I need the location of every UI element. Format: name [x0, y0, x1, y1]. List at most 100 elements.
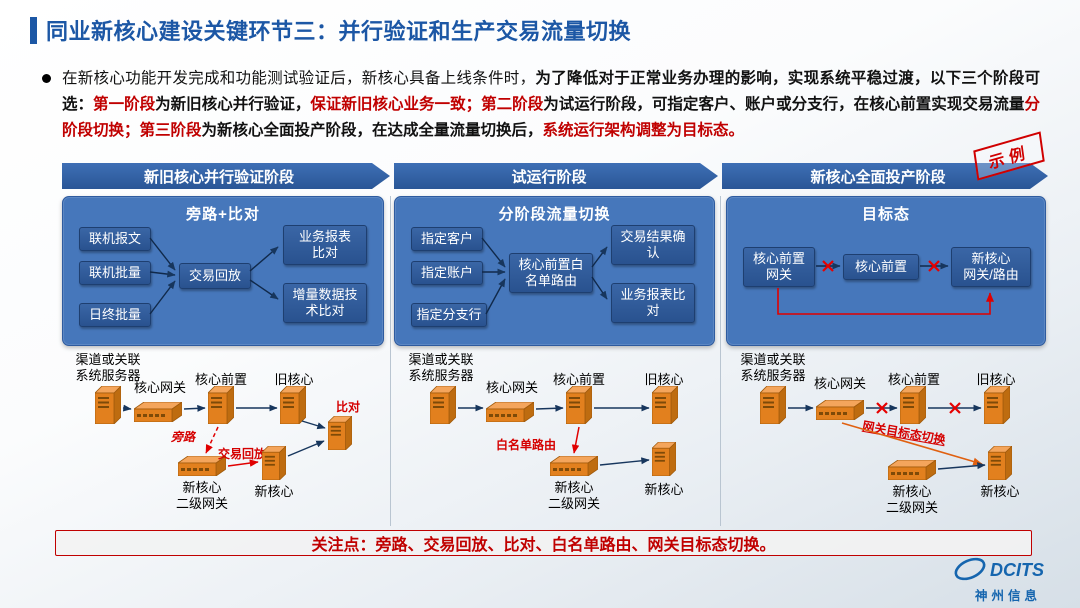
flow-box: 交易回放	[179, 263, 251, 289]
switch-icon	[548, 455, 600, 477]
switch-icon	[176, 455, 228, 477]
flow-box: 新核心 网关/路由	[951, 247, 1031, 287]
intro-segment: 为了降低对于正常业务办理的影响，实现系统平稳过渡，以下三个阶段可选：	[62, 70, 1040, 113]
server-icon	[565, 385, 593, 425]
stage2-header-arrow: 试运行阶段	[394, 163, 718, 189]
flow-box: 日终批量	[79, 303, 151, 327]
channel-server-label: 渠道或关联 系统服务器	[75, 352, 141, 383]
compare-label: 比对	[335, 400, 360, 414]
logo-mark: DCITS	[954, 557, 1044, 581]
flow-box: 指定分支行	[411, 303, 487, 327]
switch-icon	[886, 459, 938, 481]
flow-box: 核心前置 网关	[743, 247, 815, 287]
replay-label: 交易回放	[217, 447, 266, 461]
page-title: 同业新核心建设关键环节三：并行验证和生产交易流量切换	[46, 19, 632, 44]
arrow-line	[287, 440, 325, 457]
intro-paragraph: 在新核心功能开发完成和功能测试验证后，新核心具备上线条件时，为了降低对于正常业务…	[62, 66, 1040, 144]
logo-swoosh-icon	[954, 557, 986, 581]
intro-segment: 保证新旧核心业务一致；	[310, 96, 482, 113]
column-divider	[390, 196, 391, 526]
core-gateway-label: 核心网关	[486, 380, 539, 395]
intro-segment: 第三阶段	[139, 122, 202, 139]
flow-box: 指定账户	[411, 261, 483, 285]
intro-segment: 在新核心功能开发完成和功能测试验证后，新核心具备上线条件时，	[62, 70, 536, 87]
intro-segment: 第一阶段	[93, 96, 156, 113]
column-divider	[720, 196, 721, 526]
old-core-label: 旧核心	[274, 372, 314, 387]
channel-server-label: 渠道或关联 系统服务器	[740, 352, 806, 383]
panel-title: 旁路+比对	[186, 206, 260, 223]
arrow-line	[122, 404, 132, 412]
replay-arrow	[227, 459, 259, 467]
server-icon	[261, 445, 287, 481]
server-icon	[759, 385, 787, 425]
server-icon	[429, 385, 457, 425]
switch-icon	[484, 401, 536, 423]
core-front-label: 核心前置	[887, 372, 940, 387]
channel-server-label: 渠道或关联 系统服务器	[408, 352, 474, 383]
whitelist-route-label: 白名单路由	[495, 438, 556, 452]
flow-box: 指定客户	[411, 227, 483, 251]
switch-icon	[814, 399, 866, 421]
arrow-line	[535, 404, 564, 412]
l2-gateway-label: 新核心 二级网关	[175, 480, 228, 511]
l2-gateway-label: 新核心 二级网关	[885, 484, 938, 515]
intro-segment: 第二阶段	[481, 96, 544, 113]
intro-segment: 分阶段切换；	[62, 96, 1040, 139]
new-core-label: 新核心	[980, 484, 1020, 499]
flow-box: 业务报表 比对	[283, 225, 367, 265]
flow-box: 联机批量	[79, 261, 151, 285]
intro-segment: 为新核心全面投产阶段，在达成全量流量切换后，	[201, 122, 543, 139]
server-icon	[207, 385, 235, 425]
arrow-line	[183, 404, 206, 412]
key-points-text: 关注点：旁路、交易回放、比对、白名单路由、网关目标态切换。	[311, 537, 776, 554]
red-x-icon	[876, 402, 888, 414]
flow-box: 核心前置	[843, 254, 919, 280]
server-icon	[651, 385, 679, 425]
intro-segment: 为试运行阶段，可指定客户、账户或分支行，在核心前置实现交易流量	[543, 96, 1025, 113]
bullet-icon	[42, 74, 51, 83]
dcits-logo: DCITS 神州信息	[952, 556, 1064, 604]
stage2-panel: 分阶段流量切换 指定客户 指定账户 指定分支行 核心前置白 名单路由 交易结果确…	[394, 196, 715, 346]
server-icon	[651, 441, 677, 477]
flow-box: 联机报文	[79, 227, 151, 251]
server-icon	[983, 385, 1011, 425]
logo-brand: DCITS	[990, 560, 1044, 580]
core-front-label: 核心前置	[552, 372, 605, 387]
flow-box: 交易结果确 认	[611, 225, 695, 265]
key-points-banner: 关注点：旁路、交易回放、比对、白名单路由、网关目标态切换。	[55, 530, 1032, 556]
arrow-line	[599, 457, 650, 466]
panel-title: 分阶段流量切换	[498, 206, 611, 223]
server-icon	[94, 385, 122, 425]
stage3-panel: 目标态 核心前置 网关 核心前置 新核心 网关/路由	[726, 196, 1046, 346]
server-icon	[899, 385, 927, 425]
new-core-label: 新核心	[254, 484, 294, 499]
server-icon	[987, 445, 1013, 481]
whitelist-arrow	[571, 426, 580, 454]
intro-segment: 系统运行架构调整为目标态。	[542, 122, 745, 139]
new-core-label: 新核心	[644, 482, 684, 497]
red-x-icon	[949, 402, 961, 414]
flow-box: 增量数据技 术比对	[283, 283, 367, 323]
old-core-label: 旧核心	[976, 372, 1016, 387]
stage1-header-arrow: 新旧核心并行验证阶段	[62, 163, 390, 189]
arrow-line	[937, 462, 986, 470]
server-icon	[327, 415, 353, 451]
intro-segment: 为新旧核心并行验证，	[155, 96, 311, 113]
core-gateway-label: 核心网关	[814, 376, 867, 391]
title-accent-bar	[30, 16, 37, 44]
title-bar: 同业新核心建设关键环节三：并行验证和生产交易流量切换	[30, 14, 631, 46]
server-icon	[279, 385, 307, 425]
stage1-panel: 旁路+比对 联机报文 联机批量 日终批量 交易回放 业务报表 比对 增量数据技 …	[62, 196, 384, 346]
stage3-header-arrow: 新核心全面投产阶段	[722, 163, 1048, 189]
switch-icon	[132, 401, 184, 423]
flow-box: 核心前置白 名单路由	[509, 253, 593, 293]
panel-title: 目标态	[861, 206, 910, 223]
l2-gateway-label: 新核心 二级网关	[547, 480, 600, 511]
core-front-label: 核心前置	[194, 372, 247, 387]
bypass-label: 旁路	[170, 430, 195, 444]
old-core-label: 旧核心	[644, 372, 684, 387]
flow-box: 业务报表比 对	[611, 283, 695, 323]
core-gateway-label: 核心网关	[134, 380, 187, 395]
